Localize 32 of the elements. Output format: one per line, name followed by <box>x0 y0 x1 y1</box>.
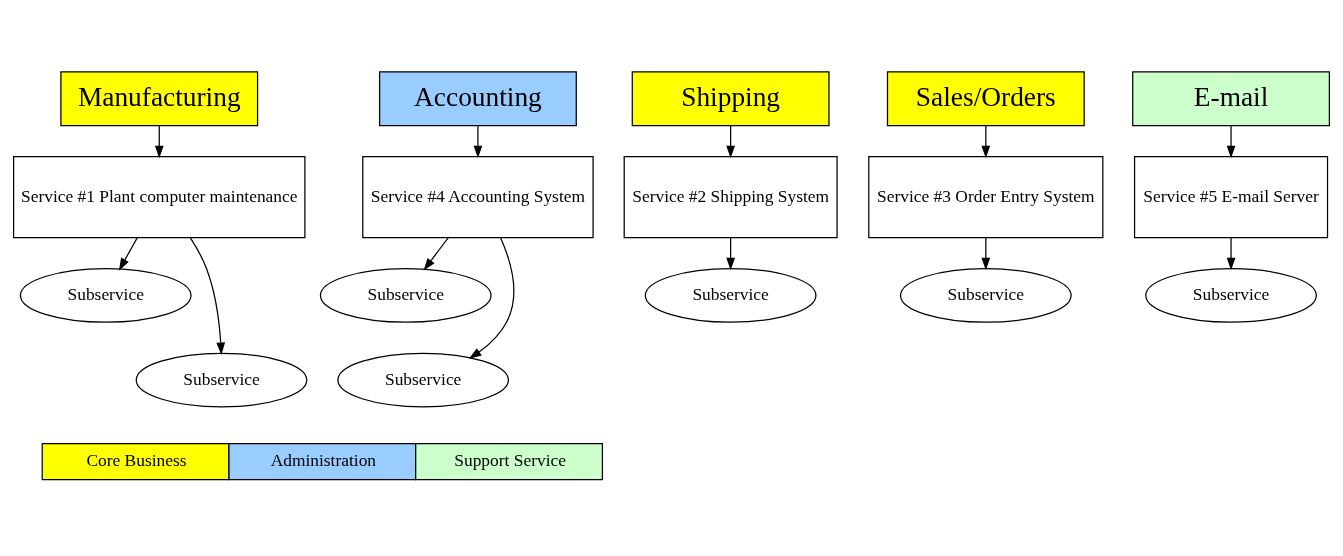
node-box: Service #3 Order Entry System <box>868 156 1104 239</box>
legend-label: Administration <box>270 450 377 471</box>
node-box: Service #2 Shipping System <box>623 156 838 239</box>
arrow <box>726 125 735 159</box>
node-box: E-mail <box>1132 71 1330 127</box>
arrow <box>981 125 991 159</box>
arrow <box>423 237 449 271</box>
node-ellipse: Subservice <box>899 268 1072 323</box>
arrow <box>189 237 226 355</box>
node-box: Manufacturing <box>60 71 259 127</box>
node-ellipse: Subservice <box>337 352 510 408</box>
legend-label: Support Service <box>454 450 566 471</box>
node-ellipse: Subservice <box>319 268 492 323</box>
node-box: Service #5 E-mail Server <box>1133 156 1329 239</box>
arrow <box>154 125 164 159</box>
node-box: Service #1 Plant computer maintenance <box>13 156 306 239</box>
node-box: Sales/Orders <box>886 71 1085 127</box>
arrow <box>473 125 483 159</box>
node-box: Shipping <box>631 71 830 127</box>
node-box: Service #4 Accounting System <box>362 156 594 239</box>
arrow <box>1226 125 1236 159</box>
node-box: Accounting <box>378 71 577 127</box>
arrow <box>981 237 991 271</box>
node-ellipse: Subservice <box>135 352 308 408</box>
arrow <box>118 237 138 271</box>
arrow <box>468 237 515 359</box>
node-ellipse: Subservice <box>644 268 817 323</box>
node-ellipse: Subservice <box>19 268 192 323</box>
legend-label: Core Business <box>86 450 187 471</box>
node-ellipse: Subservice <box>1145 268 1317 323</box>
arrow <box>726 237 735 271</box>
arrow <box>1226 237 1236 271</box>
